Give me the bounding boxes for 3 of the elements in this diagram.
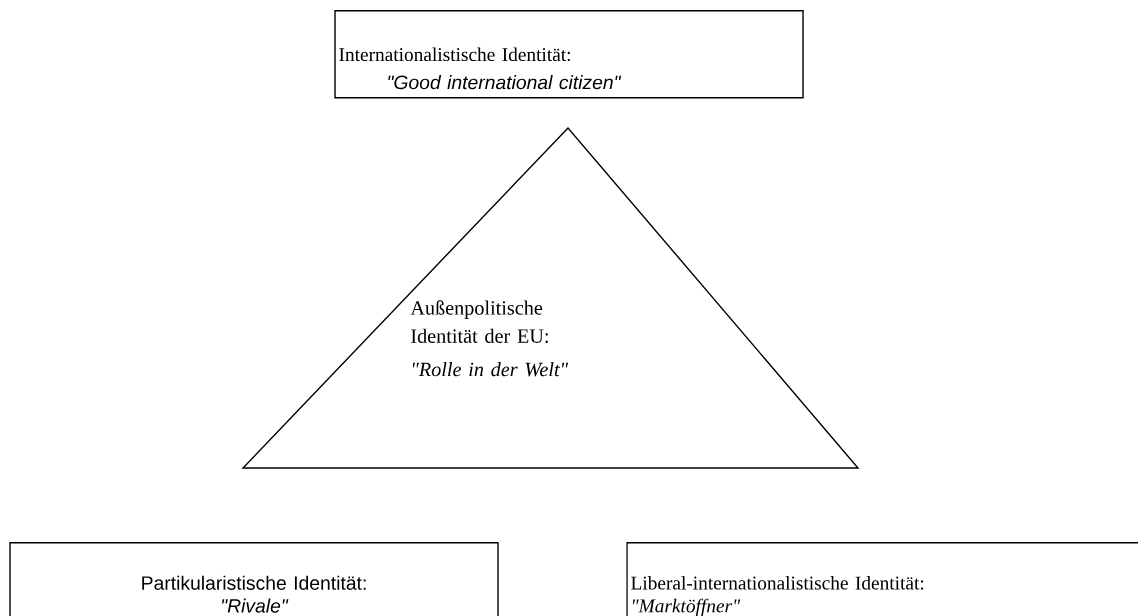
identity-box: Liberal-internationalistische Identität: "Marktöffner" <box>626 542 1138 616</box>
identity-box: Partikularistische Identität: "Rivale" <box>9 542 499 616</box>
identity-box: Internationalistische Identität: "Good international citizen" <box>334 10 804 99</box>
